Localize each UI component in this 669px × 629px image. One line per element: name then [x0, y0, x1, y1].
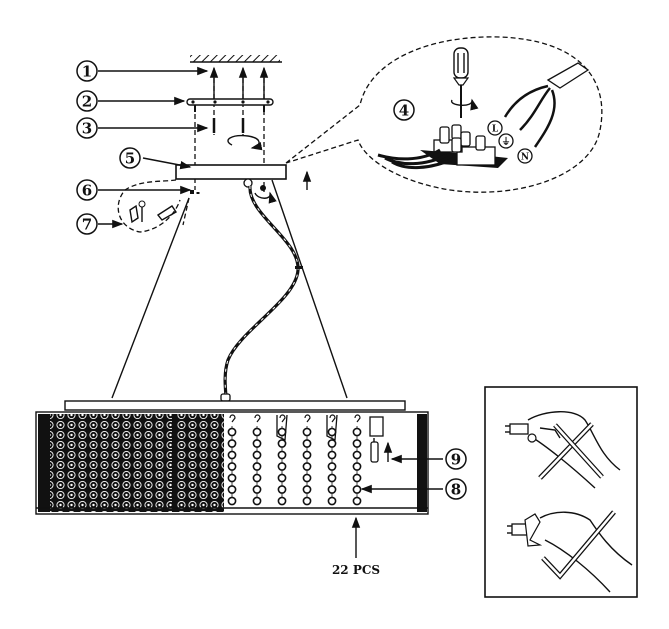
terminal-block [377, 124, 508, 170]
crystal-bead [302, 450, 312, 460]
crystal-bead [227, 473, 237, 483]
crystal-bead [302, 462, 312, 471]
callout-leaders [98, 66, 443, 558]
crystal-bead [252, 485, 262, 494]
crystal-bead [277, 462, 287, 471]
crystal-bead [227, 485, 237, 494]
wire-label-earth: ⏚ [498, 133, 514, 149]
crystal-bead [227, 496, 237, 506]
crystal-bead [252, 439, 262, 448]
canopy [175, 164, 287, 204]
power-cord [220, 185, 303, 402]
gripper-detail [117, 179, 200, 233]
crystal-bead [352, 439, 362, 448]
crystal-bead [252, 450, 262, 460]
lamp-socket [276, 414, 288, 442]
crystal-bead [327, 485, 337, 494]
supply-cable [503, 62, 590, 148]
suspension-cables [111, 179, 348, 399]
callout-8: 8 [445, 478, 467, 500]
crystal-bead [327, 439, 337, 448]
crystal-bead [277, 485, 287, 494]
wire-label-earth-text: ⏚ [501, 137, 510, 148]
crystal-bead [352, 473, 362, 483]
crystal-bead [327, 427, 337, 437]
crystal-bead [302, 496, 312, 506]
cross-icon [538, 422, 604, 480]
callout-2-label: 2 [82, 93, 92, 111]
callout-1-label: 1 [82, 63, 92, 81]
wire-label-neutral: N [517, 148, 533, 164]
crystal-bead [252, 473, 262, 483]
crystal-bead [327, 496, 337, 506]
mounting-bracket [186, 98, 274, 112]
callout-4-label: 4 [399, 102, 409, 120]
bare-hand-wrong [505, 411, 621, 489]
wire-label-live: L [487, 120, 503, 136]
crystal-strand [327, 414, 337, 506]
crystal-bead [277, 496, 287, 506]
wiring-detail: L ⏚ N 4 [285, 36, 603, 193]
crystal-bead [352, 450, 362, 460]
crystal-bead [227, 427, 237, 437]
crystal-bead [327, 462, 337, 471]
crystal-strand [352, 414, 362, 506]
callout-3-label: 3 [82, 120, 92, 138]
callout-9-label: 9 [451, 451, 461, 469]
lamp-socket [326, 414, 338, 442]
cloth-hand-correct [507, 510, 633, 593]
bulb-handling-panel [484, 386, 638, 598]
crystal-bead [277, 439, 287, 448]
crystal-bead [252, 427, 262, 437]
wire-label-neutral-text: N [521, 153, 529, 163]
callout-9: 9 [445, 448, 467, 470]
crystal-strands [227, 414, 362, 506]
crystal-bead [277, 473, 287, 483]
quantity-label: 22 PCS [332, 563, 380, 577]
crystal-bead [302, 473, 312, 483]
callout-3: 3 [76, 117, 98, 139]
crystal-bead [227, 462, 237, 471]
crystal-bead [302, 427, 312, 437]
crystal-strand [302, 414, 312, 506]
crystal-bead [252, 462, 262, 471]
wire-label-live-text: L [492, 125, 499, 135]
callout-6: 6 [76, 179, 98, 201]
callout-5-label: 5 [125, 150, 135, 168]
shade-top-plate [64, 400, 406, 411]
crystal-bead [277, 427, 287, 437]
callout-4: 4 [393, 99, 415, 121]
crystal-bead [352, 427, 362, 437]
callout-2: 2 [76, 90, 98, 112]
crystal-bead [327, 473, 337, 483]
crystal-bead [302, 485, 312, 494]
rotate-arrow-icon [227, 134, 263, 151]
crystal-bead [302, 439, 312, 448]
crystal-bead [227, 439, 237, 448]
bulb [369, 416, 393, 463]
callout-7: 7 [76, 213, 98, 235]
crystal-bead [327, 450, 337, 460]
crystal-bead [277, 450, 287, 460]
callout-7-label: 7 [82, 216, 92, 234]
callout-8-label: 8 [451, 481, 461, 499]
crystal-bead [252, 496, 262, 506]
checkmark-icon [541, 510, 616, 580]
callout-5: 5 [119, 147, 141, 169]
crystal-strand [227, 414, 237, 506]
screwdriver-icon [451, 47, 479, 118]
crystal-strand [277, 414, 287, 506]
crystal-bead [352, 462, 362, 471]
callout-1: 1 [76, 60, 98, 82]
crystal-bead [352, 496, 362, 506]
crystal-strand [252, 414, 262, 506]
crystal-bead [227, 450, 237, 460]
ceiling [190, 55, 282, 63]
callout-6-label: 6 [82, 182, 92, 200]
crystal-bead [352, 485, 362, 494]
